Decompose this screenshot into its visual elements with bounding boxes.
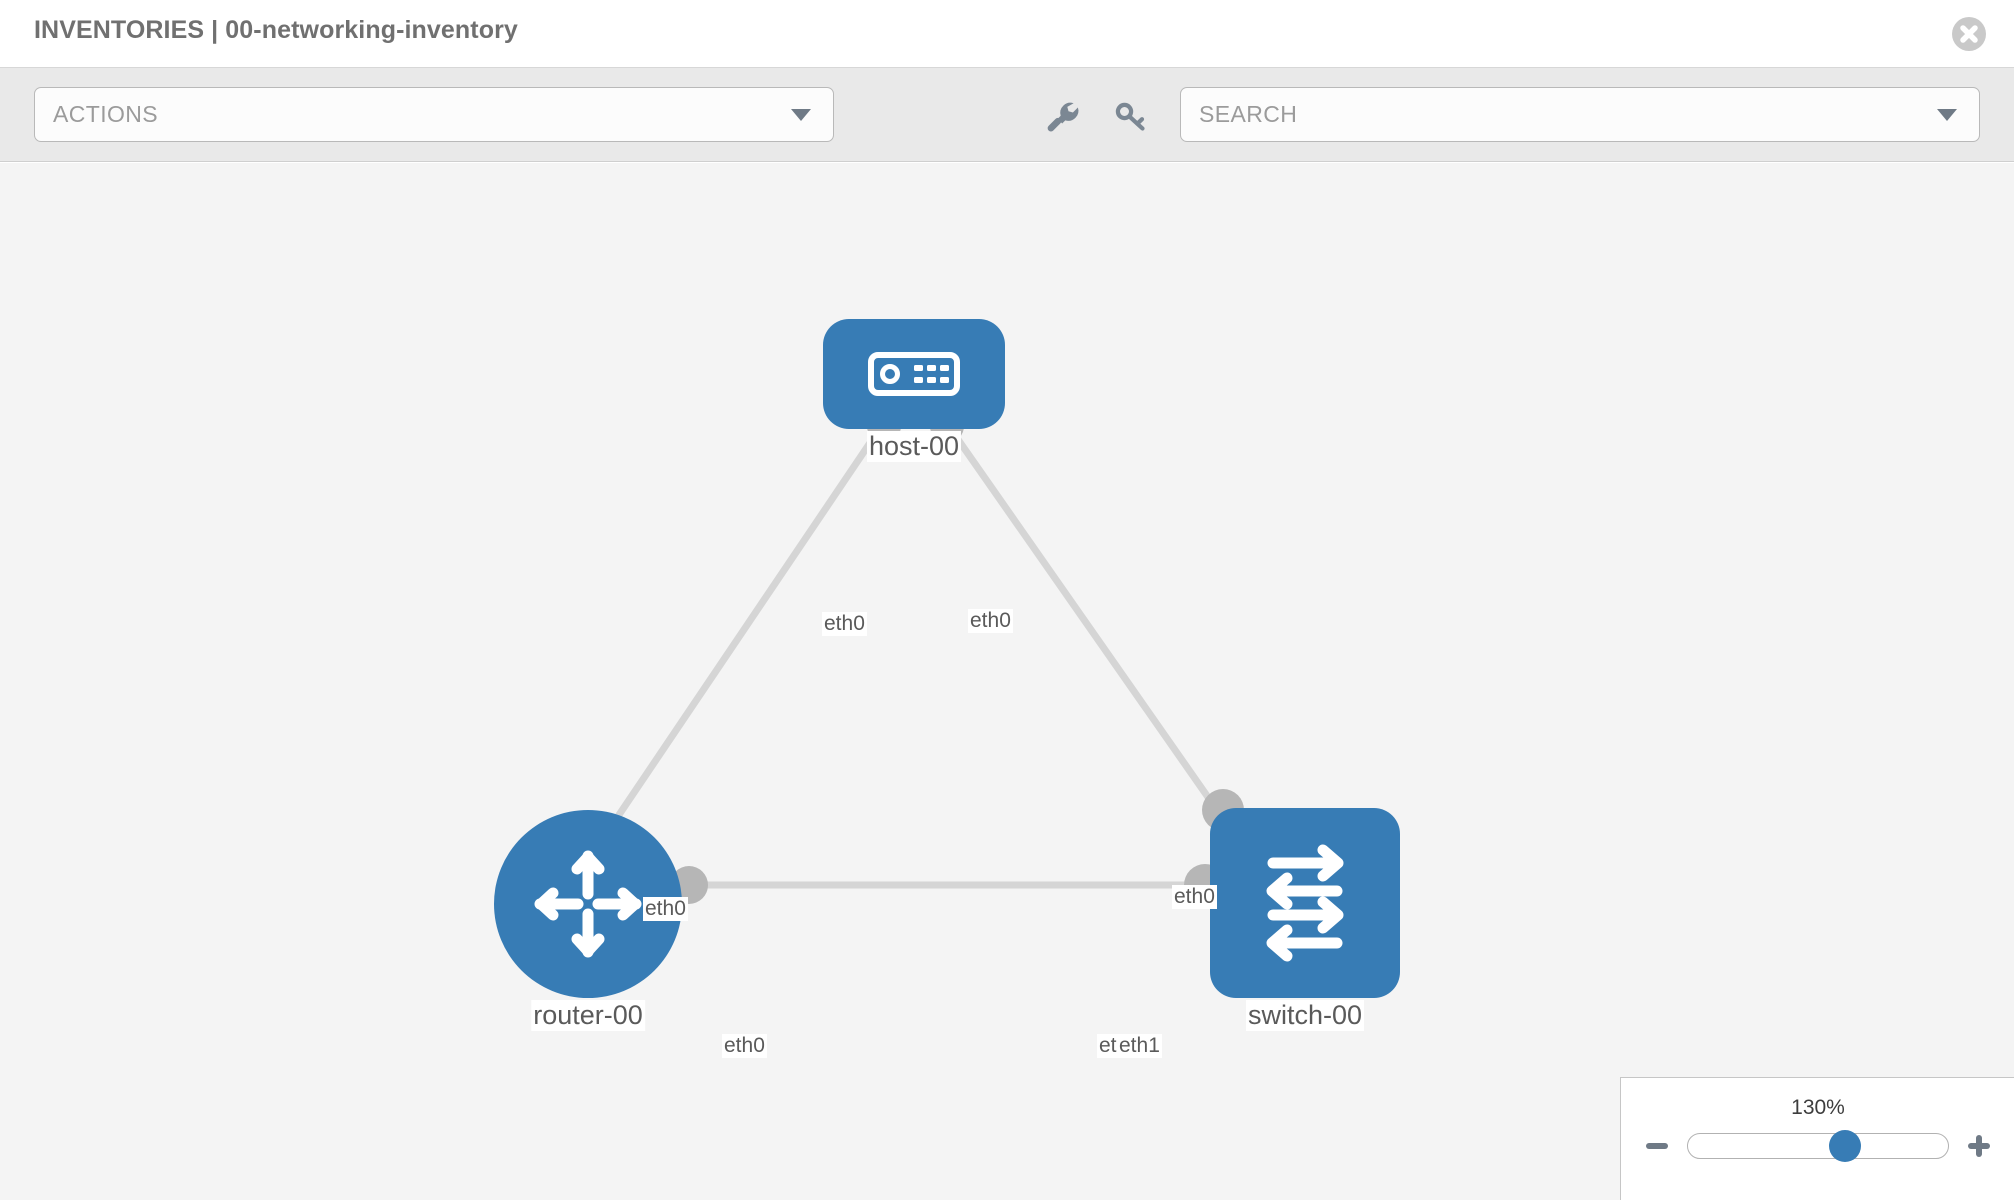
node-router-00-label: router-00 — [531, 1000, 645, 1031]
edge-label-host-left: eth0 — [822, 612, 867, 636]
minus-icon — [1646, 1143, 1668, 1149]
zoom-control-panel: 130% — [1620, 1077, 2014, 1200]
plus-icon — [1968, 1135, 1990, 1157]
router-arrows-icon — [534, 850, 642, 958]
edge-label-host-right: eth0 — [968, 609, 1013, 633]
zoom-slider-track[interactable] — [1687, 1130, 1949, 1162]
page-title: INVENTORIES | 00-networking-inventory — [34, 16, 518, 44]
chevron-down-icon — [791, 108, 811, 121]
node-host-00-shape — [823, 319, 1005, 429]
node-host-00-label: host-00 — [866, 431, 962, 462]
search-input[interactable]: SEARCH — [1180, 87, 1980, 142]
link-host-router — [596, 424, 884, 847]
search-input-placeholder: SEARCH — [1199, 101, 1298, 127]
key-icon[interactable] — [1111, 96, 1151, 136]
zoom-slider-row — [1621, 1130, 2014, 1162]
zoom-out-button[interactable] — [1641, 1130, 1673, 1162]
node-switch-00-shape — [1210, 808, 1400, 998]
actions-dropdown-label: ACTIONS — [53, 101, 159, 127]
topology-canvas[interactable]: host-00 router-00 — [0, 163, 2014, 1200]
wrench-icon[interactable] — [1043, 96, 1083, 136]
node-router-00-shape — [494, 810, 682, 998]
link-host-switch — [946, 424, 1244, 847]
zoom-in-button[interactable] — [1963, 1130, 1995, 1162]
node-host-00[interactable]: host-00 — [823, 319, 1005, 462]
key-icon-glyph — [1115, 102, 1145, 131]
close-icon-glyph — [1960, 25, 1978, 43]
zoom-slider-thumb[interactable] — [1829, 1130, 1861, 1162]
edge-label-router-upper: eth0 — [643, 897, 688, 921]
actions-dropdown[interactable]: ACTIONS — [34, 87, 834, 142]
node-switch-00[interactable]: switch-00 — [1210, 808, 1400, 1031]
edge-label-switch-left-b: eth1 — [1117, 1034, 1162, 1058]
server-device-icon — [868, 352, 960, 396]
page-header: INVENTORIES | 00-networking-inventory — [0, 0, 2014, 68]
edge-label-router-right: eth0 — [722, 1034, 767, 1058]
toolbar: ACTIONS SEARCH — [0, 68, 2014, 162]
wrench-icon-glyph — [1047, 102, 1079, 132]
node-router-00[interactable]: router-00 — [494, 810, 682, 1031]
close-icon[interactable] — [1952, 17, 1986, 51]
edge-label-switch-upper: eth0 — [1172, 885, 1217, 909]
zoom-level-value: 130% — [1791, 1096, 1845, 1119]
node-switch-00-label: switch-00 — [1245, 1000, 1365, 1031]
chevron-down-icon — [1937, 108, 1957, 121]
switch-arrows-icon — [1266, 844, 1344, 962]
topology-links — [596, 424, 1244, 889]
